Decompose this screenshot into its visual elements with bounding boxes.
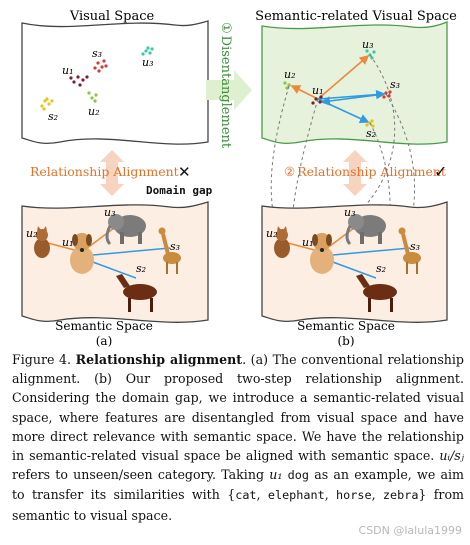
alignment-arrow-right <box>343 150 367 196</box>
caption-body-3: as an example, we aim to transfer its si… <box>12 467 464 503</box>
domain-gap-label: Domain gap <box>146 184 213 197</box>
caption-elephant: elephant <box>267 488 325 503</box>
giraffe-icon <box>158 227 181 274</box>
label-u3-visual: u₃ <box>142 56 154 69</box>
label-u2-semvis: u₂ <box>284 68 296 81</box>
caption-body-1: . (a) The conventional relationship alig… <box>12 352 464 464</box>
caption-body-2: refers to unseen/seen category. Taking <box>12 467 270 483</box>
giraffe-icon-right <box>398 227 421 274</box>
label-s2-visual: s₂ <box>48 110 58 123</box>
caption-u1: u₁ <box>269 467 283 483</box>
cat-icon-right <box>274 226 290 258</box>
caption-notation: uᵢ/sⱼ <box>439 448 464 464</box>
label-s2-sem-right: s₂ <box>376 262 386 275</box>
label-s2-sem-left: s₂ <box>136 262 146 275</box>
label-u3-sem-right: u₃ <box>344 206 356 219</box>
cluster-u3 <box>141 46 154 56</box>
caption-paragraph: Figure 4. Relationship alignment. (a) Th… <box>12 350 464 525</box>
cat-icon <box>34 226 50 258</box>
figure-caption: Figure 4. Relationship alignment. (a) Th… <box>12 350 464 525</box>
semantic-space-left-title: Semantic Space <box>55 319 153 333</box>
disentanglement-label: ①Disentanglement <box>218 22 233 149</box>
label-s3-sem-left: s₃ <box>170 240 180 253</box>
disentanglement-arrow <box>206 70 252 110</box>
sem-visual-relations <box>290 54 386 124</box>
label-u2-visual: u₂ <box>88 105 100 118</box>
label-s3-semvis: s₃ <box>390 78 400 91</box>
cluster-s3 <box>93 59 108 73</box>
check-mark: ✓ <box>434 162 447 181</box>
visual-space-clusters <box>40 46 154 111</box>
horse-icon <box>116 274 157 312</box>
sublabel-a: (a) <box>96 334 113 348</box>
semantic-space-right-title: Semantic Space <box>297 319 395 333</box>
relationship-alignment-figure: Visual Space s₃ u₃ u₁ u₂ s₂ ①Disentangle… <box>21 9 457 348</box>
visual-space-panel <box>21 20 209 145</box>
label-u1-visual: u₁ <box>62 64 74 77</box>
cluster-u2 <box>87 91 98 103</box>
label-u3-semvis: u₃ <box>362 38 374 51</box>
dog-icon-right <box>310 233 334 274</box>
semantic-visual-space-panel <box>261 21 448 145</box>
label-u1-semvis: u₁ <box>312 84 324 97</box>
alignment-arrow-left <box>100 150 124 196</box>
caption-cat: cat <box>235 488 257 503</box>
sublabel-b: (b) <box>337 334 354 348</box>
cluster-s2 <box>40 97 54 111</box>
label-s2-semvis: s₂ <box>366 127 376 140</box>
caption-horse: horse <box>336 488 372 503</box>
caption-fig-label: Figure 4. <box>12 352 72 367</box>
caption-comma-1: , <box>256 487 268 503</box>
relationship-alignment-left-label: Relationship Alignment <box>30 164 179 179</box>
cross-mark: ✕ <box>178 163 191 181</box>
caption-dog: dog <box>287 468 309 483</box>
visual-space-title: Visual Space <box>69 9 155 24</box>
caption-body-4: } from semantic to visual space. <box>12 487 464 523</box>
semantic-visual-space-title: Semantic-related Visual Space <box>255 9 457 24</box>
elephant-icon-right <box>345 214 386 246</box>
label-u1-sem-left: u₁ <box>62 236 74 249</box>
label-u1-sem-right: u₁ <box>302 236 314 249</box>
caption-comma-3: , <box>371 487 383 503</box>
elephant-icon <box>105 214 146 246</box>
label-u2-sem-left: u₂ <box>26 227 38 240</box>
caption-zebra: zebra <box>382 488 419 503</box>
label-u3-sem-left: u₃ <box>104 206 116 219</box>
caption-title: Relationship alignment <box>75 352 243 367</box>
watermark: CSDN @lalula1999 <box>358 524 462 537</box>
horse-icon-right <box>356 274 397 312</box>
cluster-u1 <box>69 75 89 87</box>
dog-icon <box>70 233 94 274</box>
label-u2-sem-right: u₂ <box>266 227 278 240</box>
label-s3-visual: s₃ <box>92 47 102 60</box>
label-s3-sem-right: s₃ <box>410 240 420 253</box>
caption-comma-2: , <box>324 487 337 503</box>
